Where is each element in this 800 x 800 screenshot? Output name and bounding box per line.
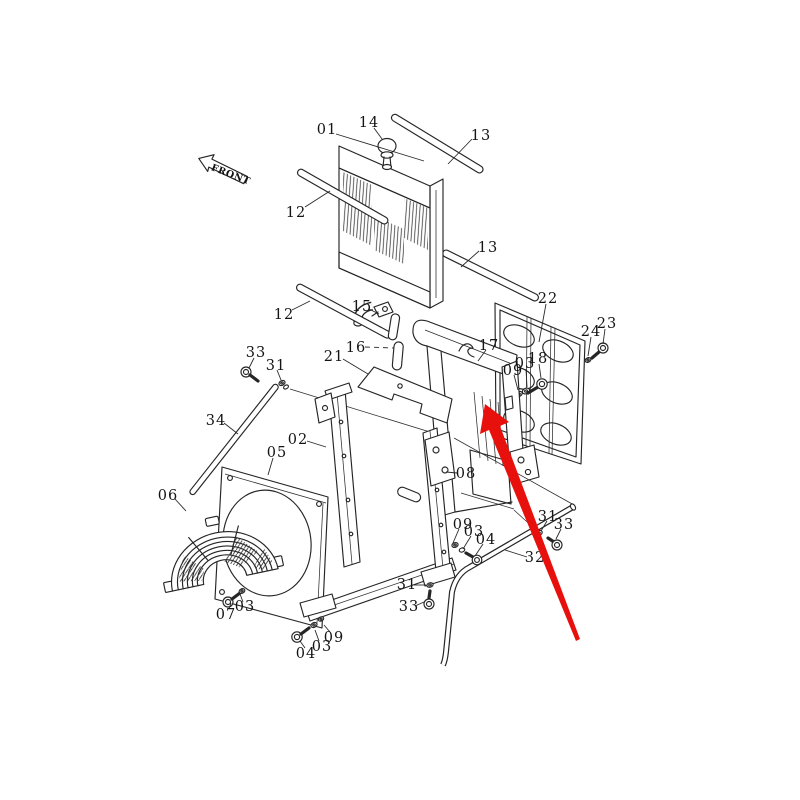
svg-text:33: 33 (554, 517, 574, 533)
svg-text:09: 09 (503, 363, 523, 379)
front-arrow-shape (198, 154, 249, 185)
callout-33-upper-left: 33 (246, 345, 266, 369)
callout-09-bottom-left: 09 (323, 624, 344, 646)
svg-text:18: 18 (528, 351, 548, 367)
callout-21: 21 (324, 349, 369, 375)
callout-07: 07 (216, 602, 236, 623)
assembly-line-left (289, 388, 444, 437)
svg-text:33: 33 (246, 345, 266, 361)
part-32-pipe (440, 503, 577, 667)
svg-text:16: 16 (346, 340, 366, 356)
svg-text:12: 12 (286, 205, 306, 221)
pointer-arrow (480, 404, 580, 641)
front-label: FRONT (209, 162, 251, 187)
svg-text:03: 03 (515, 356, 535, 372)
callout-18: 18 (528, 351, 548, 379)
svg-text:03: 03 (312, 639, 332, 655)
part-02-mounting-frame (299, 382, 457, 622)
svg-text:13: 13 (471, 128, 491, 144)
bolt-04-washers-03-09-bottom-left (291, 616, 325, 643)
washer-31-bolt-33-bottom-center (423, 582, 435, 610)
svg-text:03: 03 (235, 599, 255, 615)
svg-text:06: 06 (158, 488, 178, 504)
callout-33-bottom: 33 (399, 599, 425, 615)
svg-text:32: 32 (525, 550, 545, 566)
callout-03-bottom-left: 03 (312, 629, 332, 655)
svg-text:12: 12 (274, 307, 294, 323)
callout-02: 02 (288, 432, 327, 448)
callout-16: 16 (346, 340, 395, 356)
svg-text:33: 33 (399, 599, 419, 615)
svg-text:01: 01 (317, 122, 337, 138)
svg-text:13: 13 (478, 240, 498, 256)
callout-09-middle: 09 (452, 517, 473, 544)
callout-09-grille: 09 (503, 363, 523, 391)
svg-text:31: 31 (397, 577, 417, 593)
svg-text:03: 03 (464, 524, 484, 540)
callout-14: 14 (359, 115, 383, 140)
svg-text:23: 23 (597, 316, 617, 332)
callout-13-top: 13 (447, 128, 491, 165)
svg-text:07: 07 (216, 607, 236, 623)
part-21-plate (357, 366, 453, 424)
rod-13-middle (442, 249, 539, 302)
callout-04-bottom-left: 04 (296, 640, 316, 662)
callout-03-grille: 03 (515, 356, 535, 388)
bolt-23-washer-24 (584, 342, 609, 363)
callout-01: 01 (317, 122, 425, 162)
callout-03-guard: 03 (235, 593, 255, 615)
svg-text:09: 09 (453, 517, 473, 533)
washers-09-03-bolt-04-middle (451, 542, 483, 566)
part-14-filler-cap (377, 137, 397, 171)
frame-stub-pipe (397, 486, 422, 503)
callout-04-middle: 04 (474, 532, 496, 557)
rod-13-upper (390, 113, 484, 174)
callout-22: 22 (538, 291, 558, 343)
part-06-fan-guard (163, 515, 284, 593)
svg-text:31: 31 (538, 509, 558, 525)
callout-13-middle: 13 (460, 240, 498, 268)
callout-31-right: 31 (538, 509, 558, 532)
callout-33-right: 33 (554, 517, 574, 540)
part-08-bracket (424, 431, 456, 487)
callouts: 01 14 13 12 13 12 15 16 21 17 09 03 18 2… (158, 115, 617, 662)
svg-text:14: 14 (359, 115, 379, 131)
part-15-clamp (371, 301, 394, 318)
bolt-33-washer-31-upper-left (240, 366, 289, 390)
svg-text:02: 02 (288, 432, 308, 448)
svg-text:09: 09 (324, 630, 344, 646)
front-direction-banner: FRONT (198, 154, 252, 187)
callout-24: 24 (581, 324, 601, 357)
svg-text:21: 21 (324, 349, 344, 365)
callout-32: 32 (504, 549, 545, 566)
svg-text:24: 24 (581, 324, 601, 340)
callout-23: 23 (597, 316, 617, 345)
svg-text:17: 17 (479, 338, 499, 354)
svg-text:04: 04 (296, 646, 316, 662)
callout-15: 15 (352, 299, 380, 315)
svg-text:04: 04 (476, 532, 496, 548)
svg-text:22: 22 (538, 291, 558, 307)
callout-31-upper-left: 31 (266, 358, 286, 381)
svg-text:05: 05 (267, 445, 287, 461)
part-16-hose-lower (391, 341, 404, 371)
part-34-stay-rod (189, 383, 279, 496)
callout-05: 05 (267, 445, 287, 476)
callout-06: 06 (158, 488, 187, 512)
svg-text:08: 08 (456, 466, 476, 482)
callout-08: 08 (445, 466, 476, 482)
svg-text:15: 15 (352, 299, 372, 315)
callout-12-lower: 12 (274, 300, 311, 323)
part-16-hose-upper (387, 313, 401, 341)
callout-03-middle: 03 (462, 524, 484, 550)
callout-12-upper: 12 (286, 190, 331, 221)
svg-text:31: 31 (266, 358, 286, 374)
callout-17: 17 (477, 338, 499, 362)
rod-12-upper (296, 168, 389, 225)
callout-31-bottom: 31 (397, 577, 426, 593)
svg-text:34: 34 (206, 413, 226, 429)
callout-34: 34 (206, 413, 239, 435)
part-01-radiator (338, 145, 444, 327)
